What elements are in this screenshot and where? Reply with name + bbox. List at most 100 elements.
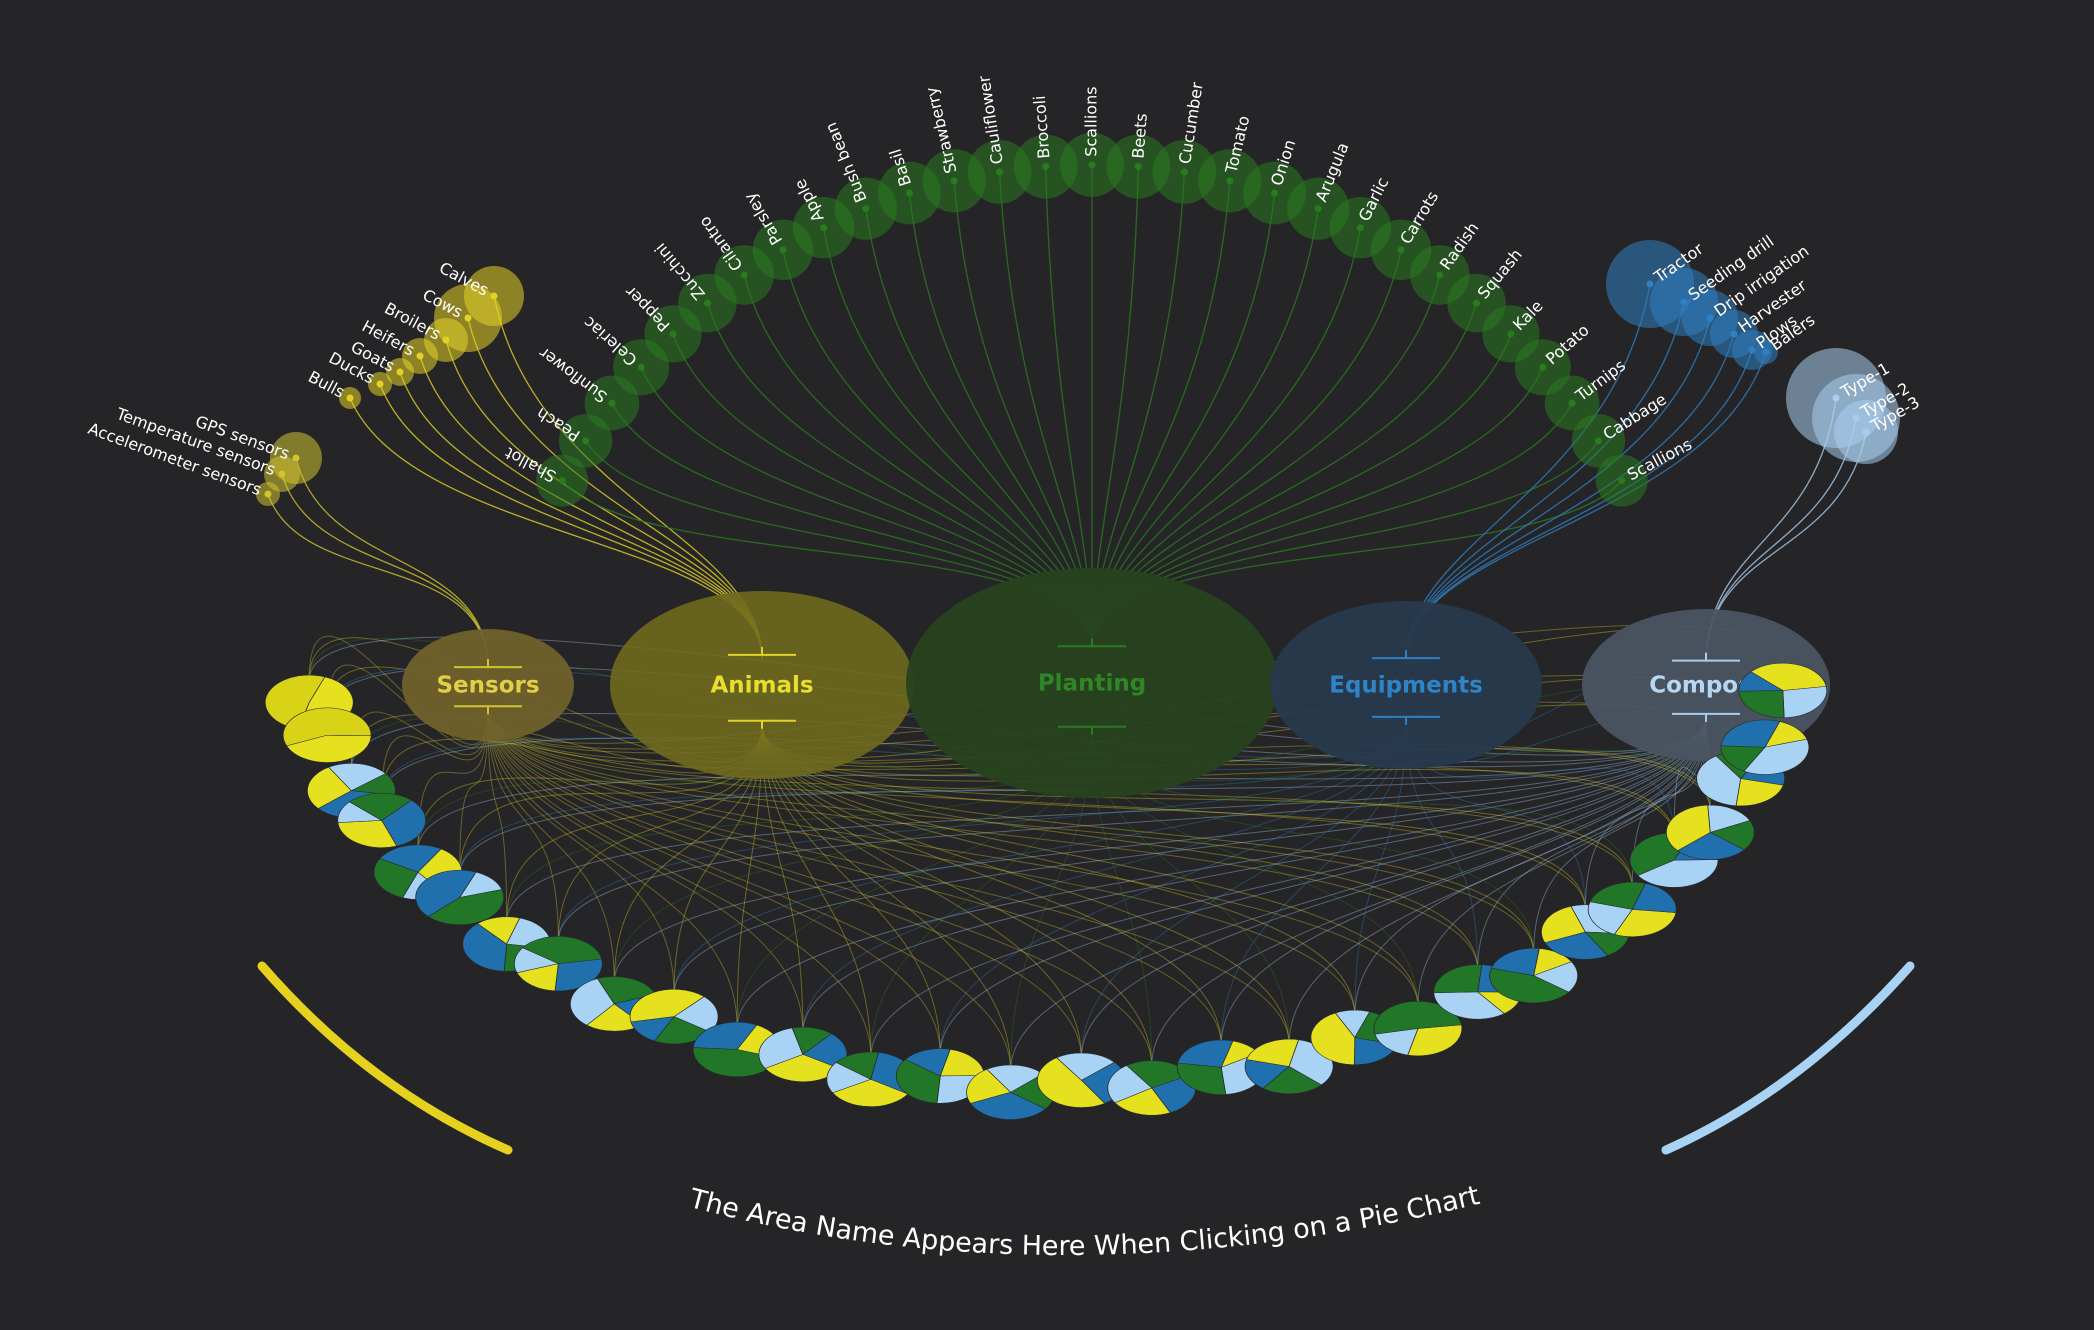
area-pie-chart[interactable] <box>1738 662 1828 718</box>
hub-planting-circle[interactable] <box>906 568 1278 798</box>
leaf-dot <box>346 394 354 402</box>
hub-animals[interactable]: Animals <box>610 591 914 779</box>
area-pie-chart[interactable] <box>1107 1060 1197 1116</box>
pie-slice[interactable] <box>427 889 505 925</box>
hub-equipments-circle[interactable] <box>1270 601 1542 769</box>
area-pie-chart[interactable] <box>1720 719 1810 775</box>
area-pie-chart[interactable] <box>1373 1001 1463 1057</box>
pie-slice[interactable] <box>758 1027 804 1069</box>
pie-slice[interactable] <box>1738 690 1785 718</box>
pie-slice[interactable] <box>1743 738 1810 775</box>
pie-slice[interactable] <box>1709 820 1755 851</box>
area-pie-chart[interactable] <box>895 1048 985 1104</box>
area-pie-chart[interactable] <box>282 707 372 763</box>
leaf-dot <box>464 314 472 322</box>
pie-slice[interactable] <box>1244 1059 1290 1089</box>
area-pie-chart[interactable] <box>415 869 505 925</box>
area-pie-chart[interactable] <box>373 844 463 900</box>
hub-animals-circle[interactable] <box>610 591 914 779</box>
leaf-dot <box>779 246 787 254</box>
pie-slice[interactable] <box>1056 1052 1115 1081</box>
area-pie-chart[interactable] <box>514 936 603 992</box>
pie-slice[interactable] <box>569 978 615 1026</box>
pie-slice[interactable] <box>462 923 508 972</box>
pie-slice[interactable] <box>1696 755 1742 807</box>
pie-slice[interactable] <box>1176 1062 1227 1095</box>
pie-slice[interactable] <box>1631 883 1677 913</box>
area-pie-chart[interactable] <box>1176 1039 1266 1095</box>
pie-slice[interactable] <box>1707 804 1751 833</box>
pie-slice[interactable] <box>1246 1038 1300 1067</box>
pie-link <box>487 708 1082 1059</box>
pie-link <box>1584 716 1707 911</box>
leaf-label: Beets <box>1128 113 1150 160</box>
pie-slice[interactable] <box>1676 832 1745 860</box>
pie-slice[interactable] <box>1532 961 1579 993</box>
pie-slice[interactable] <box>379 844 442 873</box>
pie-slice[interactable] <box>904 1048 951 1077</box>
pie-slice[interactable] <box>522 936 603 964</box>
leaf-link <box>267 493 489 670</box>
pie-slice[interactable] <box>1262 1066 1323 1094</box>
pie-slice[interactable] <box>826 1062 872 1094</box>
leaf-dot <box>1507 330 1515 338</box>
pie-link <box>1010 716 1707 1071</box>
pie-slice[interactable] <box>1637 859 1719 888</box>
pie-slice[interactable] <box>282 707 372 747</box>
pie-slice[interactable] <box>306 766 352 809</box>
pie-slice[interactable] <box>1735 778 1784 807</box>
pie-slice[interactable] <box>1750 662 1827 691</box>
area-pie-chart[interactable] <box>337 792 427 848</box>
pie-slice[interactable] <box>895 1059 941 1104</box>
hub-sensors[interactable]: Sensors <box>402 629 574 741</box>
pie-slice[interactable] <box>286 734 372 763</box>
pie-slice[interactable] <box>337 820 398 848</box>
pie-slice[interactable] <box>1665 804 1711 851</box>
pie-slice[interactable] <box>415 869 477 917</box>
pie-slice[interactable] <box>1540 905 1586 944</box>
leaf-dot <box>1473 299 1481 307</box>
hub-equipments[interactable]: Equipments <box>1270 601 1542 769</box>
pie-slice[interactable] <box>1489 967 1570 1004</box>
pie-slice[interactable] <box>1177 1039 1234 1068</box>
area-pie-chart[interactable] <box>1036 1052 1126 1108</box>
pie-slice[interactable] <box>629 989 705 1023</box>
hub-sensors-circle[interactable] <box>402 629 574 741</box>
pie-slice[interactable] <box>1589 881 1646 910</box>
leaf-dot <box>740 271 748 279</box>
area-pie-chart[interactable] <box>1489 948 1579 1004</box>
pie-slice[interactable] <box>348 792 412 821</box>
pie-link <box>802 720 1407 1033</box>
pie-slice[interactable] <box>966 1068 1012 1104</box>
pie-slice[interactable] <box>1310 1012 1356 1065</box>
leaf-label: Strawberry <box>922 85 961 175</box>
pie-slice[interactable] <box>1587 901 1633 935</box>
pie-slice[interactable] <box>1613 909 1677 937</box>
pie-slice[interactable] <box>969 1091 1047 1120</box>
pie-link <box>381 708 489 799</box>
pie-slice[interactable] <box>328 763 387 792</box>
pie-slice[interactable] <box>1782 686 1828 718</box>
area-pie-chart[interactable] <box>966 1064 1056 1120</box>
area-pie-chart[interactable] <box>1587 881 1677 937</box>
pie-slice[interactable] <box>791 1026 832 1055</box>
pie-slice[interactable] <box>1433 964 1483 993</box>
pie-link <box>487 708 872 1058</box>
pie-slice[interactable] <box>516 963 559 992</box>
pie-slice[interactable] <box>1433 991 1505 1020</box>
area-pie-chart[interactable] <box>1665 804 1755 860</box>
pie-slice[interactable] <box>832 1078 909 1107</box>
pie-slice[interactable] <box>264 674 326 730</box>
pie-slice[interactable] <box>1107 1065 1153 1104</box>
leaf-label: Sunflower <box>535 343 611 406</box>
area-pie-chart[interactable] <box>629 989 719 1045</box>
hub-equipments-label: Equipments <box>1329 673 1483 699</box>
pie-slice[interactable] <box>1720 719 1781 748</box>
pie-slice[interactable] <box>1407 1024 1463 1057</box>
pie-slice[interactable] <box>381 799 427 847</box>
pie-slice[interactable] <box>692 1021 758 1050</box>
pie-slice[interactable] <box>1490 948 1540 976</box>
pie-slice[interactable] <box>1036 1057 1106 1108</box>
hub-planting[interactable]: Planting <box>906 568 1278 798</box>
